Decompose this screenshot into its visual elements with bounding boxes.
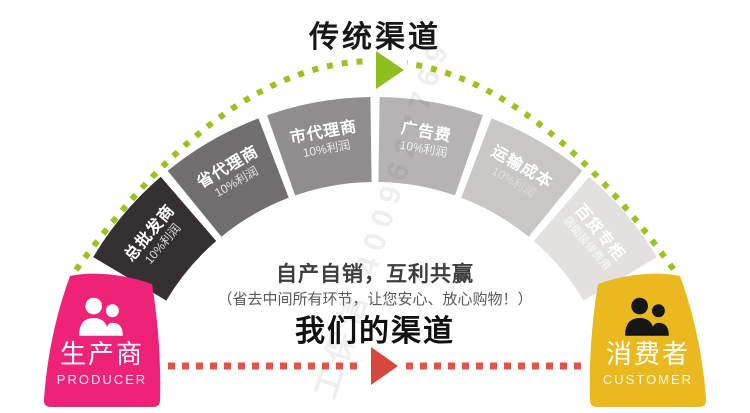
slogan-note: （省去中间所有环节，让您安心、放心购物！）: [217, 291, 533, 308]
green-arrow-icon: [376, 51, 404, 89]
segment-shape-ad-fee: [378, 97, 483, 196]
our-channel-title: 我们的渠道: [295, 315, 455, 348]
segment-shape-city-agent: [267, 97, 372, 196]
producer-box: [43, 273, 161, 407]
customer-label: 消费者: [605, 339, 690, 369]
customer-box: [589, 273, 707, 407]
people-icon: [79, 297, 123, 336]
producer-block: 生产商 PRODUCER: [44, 285, 160, 404]
customer-block: 消费者 CUSTOMER: [590, 285, 706, 404]
segment-shape-store-counter: [533, 176, 657, 301]
red-arrow-icon: [371, 347, 398, 385]
producer-sublabel: PRODUCER: [56, 372, 148, 387]
people-icon: [625, 297, 669, 336]
traditional-channel-title: 传统渠道: [309, 21, 441, 54]
segment-shape-transport-cost: [461, 118, 583, 237]
producer-label: 生产商: [59, 339, 144, 369]
segment-shape-wholesaler: [93, 176, 217, 301]
slogan-text: 自产自销，互利共赢: [276, 263, 474, 286]
customer-sublabel: CUSTOMER: [602, 372, 694, 387]
segment-shape-province-agent: [167, 118, 289, 237]
